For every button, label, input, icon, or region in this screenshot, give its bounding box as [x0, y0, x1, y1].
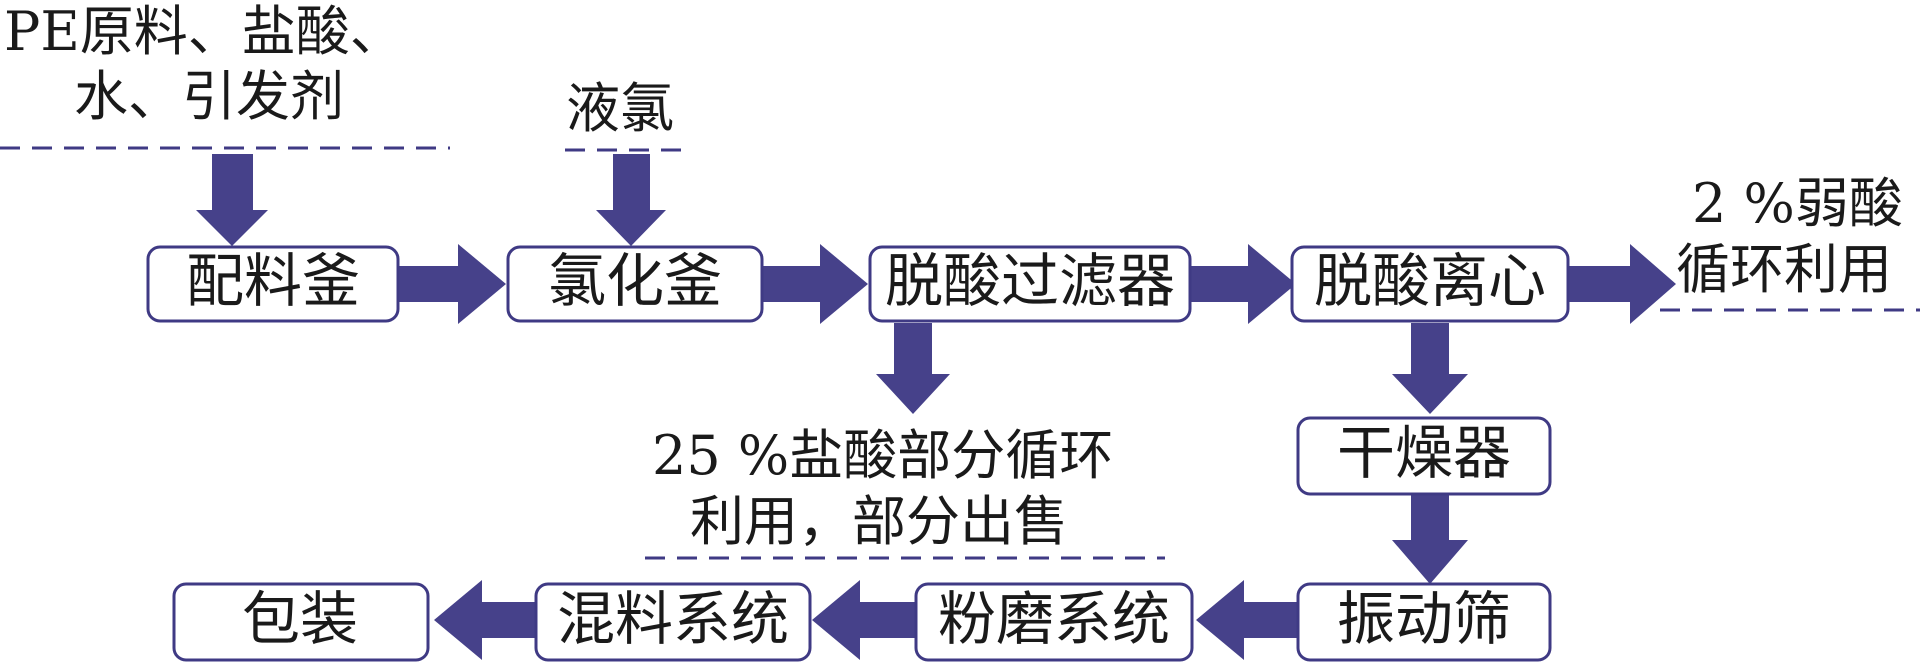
deacid-filter-box: 脱酸过滤器 [868, 245, 1192, 323]
chlorination-kettle-box: 氯化釜 [506, 245, 764, 323]
arrow-filter-to-hcl [876, 323, 950, 414]
arrow-chlorination-to-filter [762, 244, 868, 324]
arrow-centrifuge-to-weak-acid [1568, 244, 1676, 324]
chlorination-kettle-label: 氯化釜 [548, 247, 722, 315]
vibrating-screen-box: 振动筛 [1296, 582, 1552, 662]
arrow-blending-to-packaging [434, 580, 535, 660]
blending-system-label: 混料系统 [557, 585, 789, 653]
raw-materials-label-line2: 水、引发剂 [74, 65, 344, 128]
weak-acid-label-line1: 2 %弱酸 [1692, 172, 1903, 235]
raw-materials-label-line1: PE原料、盐酸、 [4, 0, 404, 63]
packaging-label: 包装 [242, 585, 358, 653]
hcl-label-line1: 25 %盐酸部分循环 [652, 424, 1113, 487]
mixing-kettle-label: 配料釜 [186, 247, 360, 315]
liquid-chlorine-label: 液氯 [566, 77, 674, 140]
grinding-system-box: 粉磨系统 [914, 582, 1194, 662]
arrow-raw-to-mixing [196, 154, 268, 246]
grinding-system-label: 粉磨系统 [938, 585, 1170, 653]
weak-acid-label-line2: 循环利用 [1676, 238, 1892, 301]
dryer-label: 干燥器 [1337, 419, 1511, 487]
dryer-box: 干燥器 [1296, 416, 1552, 496]
arrow-centrifuge-to-dryer [1392, 323, 1468, 414]
arrow-filter-to-centrifuge [1190, 244, 1296, 324]
arrow-mixing-to-chlorination [398, 244, 506, 324]
arrow-dryer-to-screen [1392, 493, 1468, 584]
packaging-box: 包装 [172, 582, 430, 662]
arrow-screen-to-grinding [1196, 580, 1298, 660]
vibrating-screen-label: 振动筛 [1337, 585, 1511, 653]
hcl-label-line2: 利用，部分出售 [690, 490, 1068, 553]
mixing-kettle-box: 配料釜 [146, 245, 400, 323]
arrow-chlorine-to-chlorination [596, 154, 666, 246]
blending-system-box: 混料系统 [534, 582, 812, 662]
deacid-centrifuge-label: 脱酸离心 [1314, 247, 1546, 315]
deacid-centrifuge-box: 脱酸离心 [1290, 245, 1570, 323]
arrow-grinding-to-blending [812, 580, 915, 660]
deacid-filter-label: 脱酸过滤器 [885, 247, 1175, 315]
